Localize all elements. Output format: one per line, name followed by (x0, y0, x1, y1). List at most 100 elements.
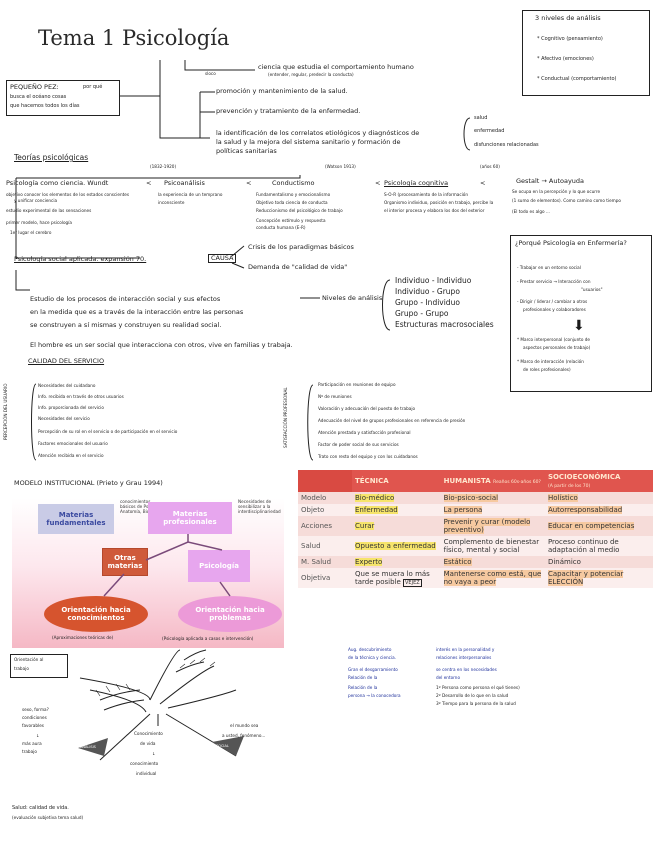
table-row: M. Salud Experto Estático Dinámico (298, 556, 653, 568)
sketch-text: trabajo (22, 749, 37, 754)
materias-fundamentales-box: Materias fundamentales (38, 504, 114, 534)
niveles-item: * Afectivo (emociones) (537, 56, 594, 62)
teoria-line: conducta humana (E-R) (256, 225, 306, 230)
separator: < (375, 179, 381, 187)
teoria-line: Se ocupa en la percepción y lo que ocurr… (512, 189, 601, 194)
calidad-right-item: Nº de reuniones (318, 394, 352, 399)
nivel-item: Grupo - Individuo (395, 298, 460, 307)
teoria-line: primer modelo, hace psicología (6, 220, 72, 225)
calidad-right-item: Participación en reuniones de equipo (318, 382, 396, 387)
psicologia-box: Psicología (188, 550, 250, 582)
teoria-line: la experiencia de un temprano (158, 192, 223, 197)
branch-text: políticas sanitarias (216, 147, 277, 155)
calidad-right-item: Atención prestada y satisfacción profesi… (318, 430, 411, 435)
sketch-text: de vida (140, 741, 156, 746)
teoria-line: y unificar conciencia (14, 198, 58, 203)
calidad-left-item: Atención recibida en el servicio (38, 453, 104, 458)
calidad-right-item: Adecuación del nivel de grupos profesion… (318, 418, 466, 423)
sketch-bottom: (evaluación subjetiva tema salud) (12, 815, 84, 820)
sketch-text: ↓ (36, 733, 40, 738)
teoria-line: Reduccionismo del psicológico de trabajo (256, 208, 343, 213)
page-title: Tema 1 Psicología (38, 26, 230, 50)
teoria-title: Psicología cognitiva (384, 179, 449, 187)
teoria-line: estudio experimental de las sensaciones (6, 208, 92, 213)
vejez-label: VEJEZ (403, 579, 422, 587)
teoria-title: Psicoanálisis (164, 179, 205, 187)
niveles-heading: 3 niveles de análisis (535, 14, 601, 22)
separator: < (146, 179, 152, 187)
niveles-box: 3 niveles de análisis * Cognitivo (pensa… (522, 10, 650, 96)
separator: < (246, 179, 252, 187)
nivel-item: Individuo - Individuo (395, 276, 472, 285)
modelo-note: conocimientos básicos de Psico. Anatomía… (120, 499, 160, 514)
table-header: HUMANISTA Reaños 60s-años 60? (440, 470, 545, 492)
orientacion-conocimientos-ellipse: Orientación hacia conocimientos (44, 596, 148, 632)
modelo-title: MODELO INSTITUCIONAL (Prieto y Grau 1994… (14, 479, 163, 487)
table-note: relaciones interpersonales (436, 655, 492, 660)
enfermeria-item: profesionales y colaboradores (523, 307, 586, 312)
teorias-heading: Teorías psicológicas (14, 153, 89, 162)
hombre-line: El hombre es un ser social que interacci… (30, 341, 293, 349)
enfermeria-item: - Dirigir / liderar / cambiar a otros (517, 299, 588, 304)
teoria-title: Psicología como ciencia. Wundt (6, 179, 109, 187)
sketch-text: individual (136, 771, 157, 776)
branch-list-item: enfermedad (474, 128, 505, 134)
calidad-heading: CALIDAD DEL SERVICIO (28, 357, 105, 365)
calidad-right-item: Trato con resto del equipo y con los cui… (318, 454, 418, 459)
calidad-left-item: Info. proporcionada del servicio (38, 405, 104, 410)
enfermeria-item: aspectos personales de trabajo) (523, 345, 591, 350)
causa-box: CAUSA (208, 254, 237, 264)
pequeno-pez-text: busca el océano cosas (10, 94, 67, 100)
enfermeria-item: - Trabajar en un entorno social (517, 265, 581, 270)
pequeno-pez-text: por qué (83, 84, 103, 90)
calidad-left-item: Factores emocionales del usuario (38, 441, 108, 446)
table-note: 1º Persona como persona el qué tienes) (436, 685, 520, 690)
calidad-left-item: Info. recibida en través de otros usuari… (38, 394, 124, 399)
modelo-connectors (103, 534, 231, 597)
causa-item: Demanda de "calidad de vida" (248, 263, 348, 271)
sketch-text: condiciones (22, 715, 47, 720)
sketch-text: conocimiento (130, 761, 159, 766)
teoria-title: Gestalt → Autoayuda (516, 177, 585, 185)
pequeno-pez-label: PEQUEÑO PEZ: (10, 83, 59, 91)
date-note: (años 60) (480, 164, 500, 169)
otras-materias-box: Otras materias (102, 548, 148, 576)
calidad-right-item: Valoración y adecuación del puesto de tr… (318, 406, 416, 411)
sketch-text: más aura (22, 741, 42, 746)
calidad-left-item: Necesidades del servicio (38, 416, 90, 421)
enfermeria-item: * Marco interpersonal (conjunto de (517, 337, 590, 342)
enfermeria-item: "usuarios" (581, 287, 603, 292)
table-row: Salud Opuesto a enfermedad Complemento d… (298, 536, 653, 556)
pequeno-pez-box: PEQUEÑO PEZ: por qué busca el océano cos… (6, 80, 120, 116)
date-note: (1832-1920) (150, 164, 177, 169)
table-note: 2º Desarrollo de lo que en la salud (436, 693, 509, 698)
materias-profesionales-box: Materias profesionales (148, 502, 232, 534)
teoria-line: Organismo individuo, posición en trabajo… (384, 200, 494, 205)
branch-text: prevención y tratamiento de la enfermeda… (216, 107, 361, 115)
modelos-table: TÉCNICA HUMANISTA Reaños 60s-años 60? SO… (298, 470, 653, 588)
estudio-line: Estudio de los procesos de interacción s… (30, 295, 221, 303)
branch-text: promoción y mantenimiento de la salud. (216, 87, 348, 95)
enfermeria-box: ¿Porqué Psicología en Enfermería? - Trab… (510, 235, 652, 392)
enfermeria-item: * Marco de interacción (relación (517, 359, 584, 364)
table-note: Relación de la (348, 685, 378, 690)
teoria-line: objetivo conocer los elementos de los es… (6, 192, 130, 197)
calidad-right-item: Factor de poder social de sus servicios (318, 442, 399, 447)
sketch-text: a usted, fenómeno... (222, 733, 266, 738)
branch-text: la identificación de los correlatos etio… (216, 129, 420, 137)
causa-item: Crisis de los paradigmas básicos (248, 243, 354, 251)
table-note: persona → la conocedora (348, 693, 401, 698)
table-note: se centra en los necesidades (436, 667, 497, 672)
teoria-line: 1er lugar el cerebro (10, 230, 52, 235)
sketch-bottom: Salud: calidad de vida. (12, 805, 69, 811)
sketch-label: trabajo (14, 666, 29, 671)
down-arrow-icon: ⬇ (573, 318, 585, 334)
branch-subtext: (entender, regular, predecir la conducta… (268, 72, 354, 77)
teoria-line: S-O-R (procesamiento de la información (384, 192, 469, 197)
calidad-left-item: Percepción de su rol en el servicio o de… (38, 429, 178, 434)
table-note: Relación de la (348, 675, 378, 680)
table-row: Acciones Curar Prevenir y curar (modelo … (298, 516, 653, 536)
sketch-label: Orientación al (14, 657, 44, 662)
teoria-line: (El todo es algo ... (512, 209, 550, 214)
